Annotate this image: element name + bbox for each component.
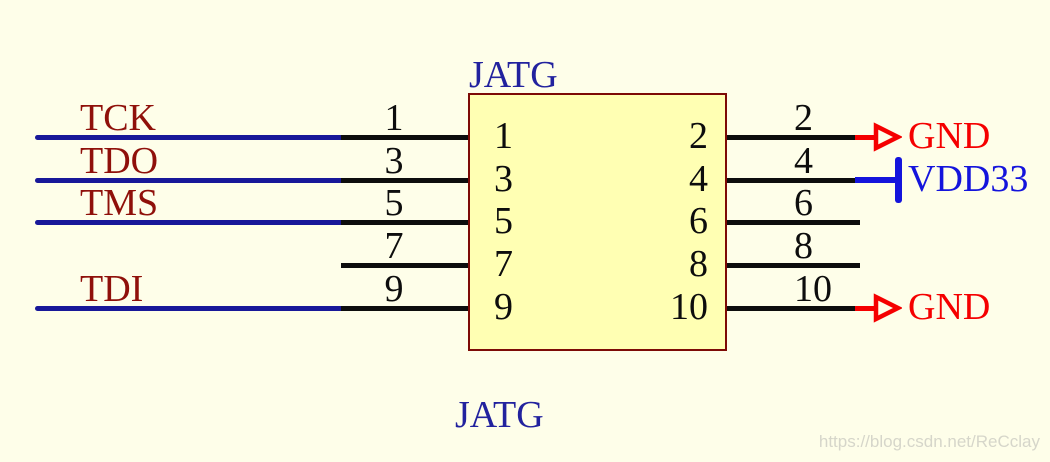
pin-7-number-inside: 7 bbox=[494, 243, 513, 285]
pin-10-number-inside: 10 bbox=[670, 286, 708, 328]
net-label-tdo: TDO bbox=[80, 140, 159, 182]
pin-1-number-outside: 1 bbox=[384, 97, 404, 139]
wire-tms bbox=[35, 220, 342, 225]
pin-5-number-outside: 5 bbox=[384, 182, 404, 224]
pin-8-number-outside: 8 bbox=[794, 225, 813, 267]
power-bar-icon bbox=[895, 157, 902, 203]
pin-3-number-inside: 3 bbox=[494, 158, 513, 200]
pin-4-number-outside: 4 bbox=[794, 140, 813, 182]
pin-4-number-inside: 4 bbox=[689, 158, 708, 200]
pin-1-stub bbox=[341, 135, 468, 140]
pin-9-stub bbox=[341, 306, 468, 311]
component-designator: JATG bbox=[469, 54, 558, 96]
pin-2-number-outside: 2 bbox=[794, 97, 813, 139]
pin-6-number-outside: 6 bbox=[794, 182, 813, 224]
wire-tdi bbox=[35, 306, 342, 311]
pin-10-stub bbox=[727, 306, 857, 311]
net-label-tdi: TDI bbox=[80, 268, 144, 310]
wire-tck bbox=[35, 135, 342, 140]
gnd-label-pin2: GND bbox=[908, 115, 991, 157]
pin-10-number-outside: 10 bbox=[794, 268, 832, 310]
pin-7-stub bbox=[341, 263, 468, 268]
pin-6-stub bbox=[727, 220, 860, 225]
gnd-arrow-icon bbox=[872, 122, 904, 152]
pin-8-number-inside: 8 bbox=[689, 243, 708, 285]
pin-6-number-inside: 6 bbox=[689, 200, 708, 242]
gnd-arrow-icon bbox=[872, 293, 904, 323]
vdd33-label: VDD33 bbox=[908, 158, 1029, 200]
pin-2-stub bbox=[727, 135, 857, 140]
pin-4-stub bbox=[727, 178, 857, 183]
pin-3-stub bbox=[341, 178, 468, 183]
watermark: https://blog.csdn.net/ReCclay bbox=[818, 432, 1040, 451]
pin-1-number-inside: 1 bbox=[494, 115, 513, 157]
gnd-wire-pin10 bbox=[855, 306, 876, 311]
pin-2-number-inside: 2 bbox=[689, 115, 708, 157]
gnd-wire-pin2 bbox=[855, 135, 876, 140]
net-label-tck: TCK bbox=[80, 97, 156, 139]
net-label-tms: TMS bbox=[80, 182, 159, 224]
power-wire-pin4 bbox=[855, 177, 898, 183]
pin-5-stub bbox=[341, 220, 468, 225]
pin-3-number-outside: 3 bbox=[384, 140, 404, 182]
pin-9-number-inside: 9 bbox=[494, 286, 513, 328]
component-body bbox=[468, 93, 727, 351]
wire-tdo bbox=[35, 178, 342, 183]
pin-9-number-outside: 9 bbox=[384, 268, 404, 310]
pin-8-stub bbox=[727, 263, 860, 268]
pin-7-number-outside: 7 bbox=[384, 225, 404, 267]
pin-5-number-inside: 5 bbox=[494, 200, 513, 242]
gnd-label-pin10: GND bbox=[908, 286, 991, 328]
component-name-label: JATG bbox=[455, 394, 544, 436]
